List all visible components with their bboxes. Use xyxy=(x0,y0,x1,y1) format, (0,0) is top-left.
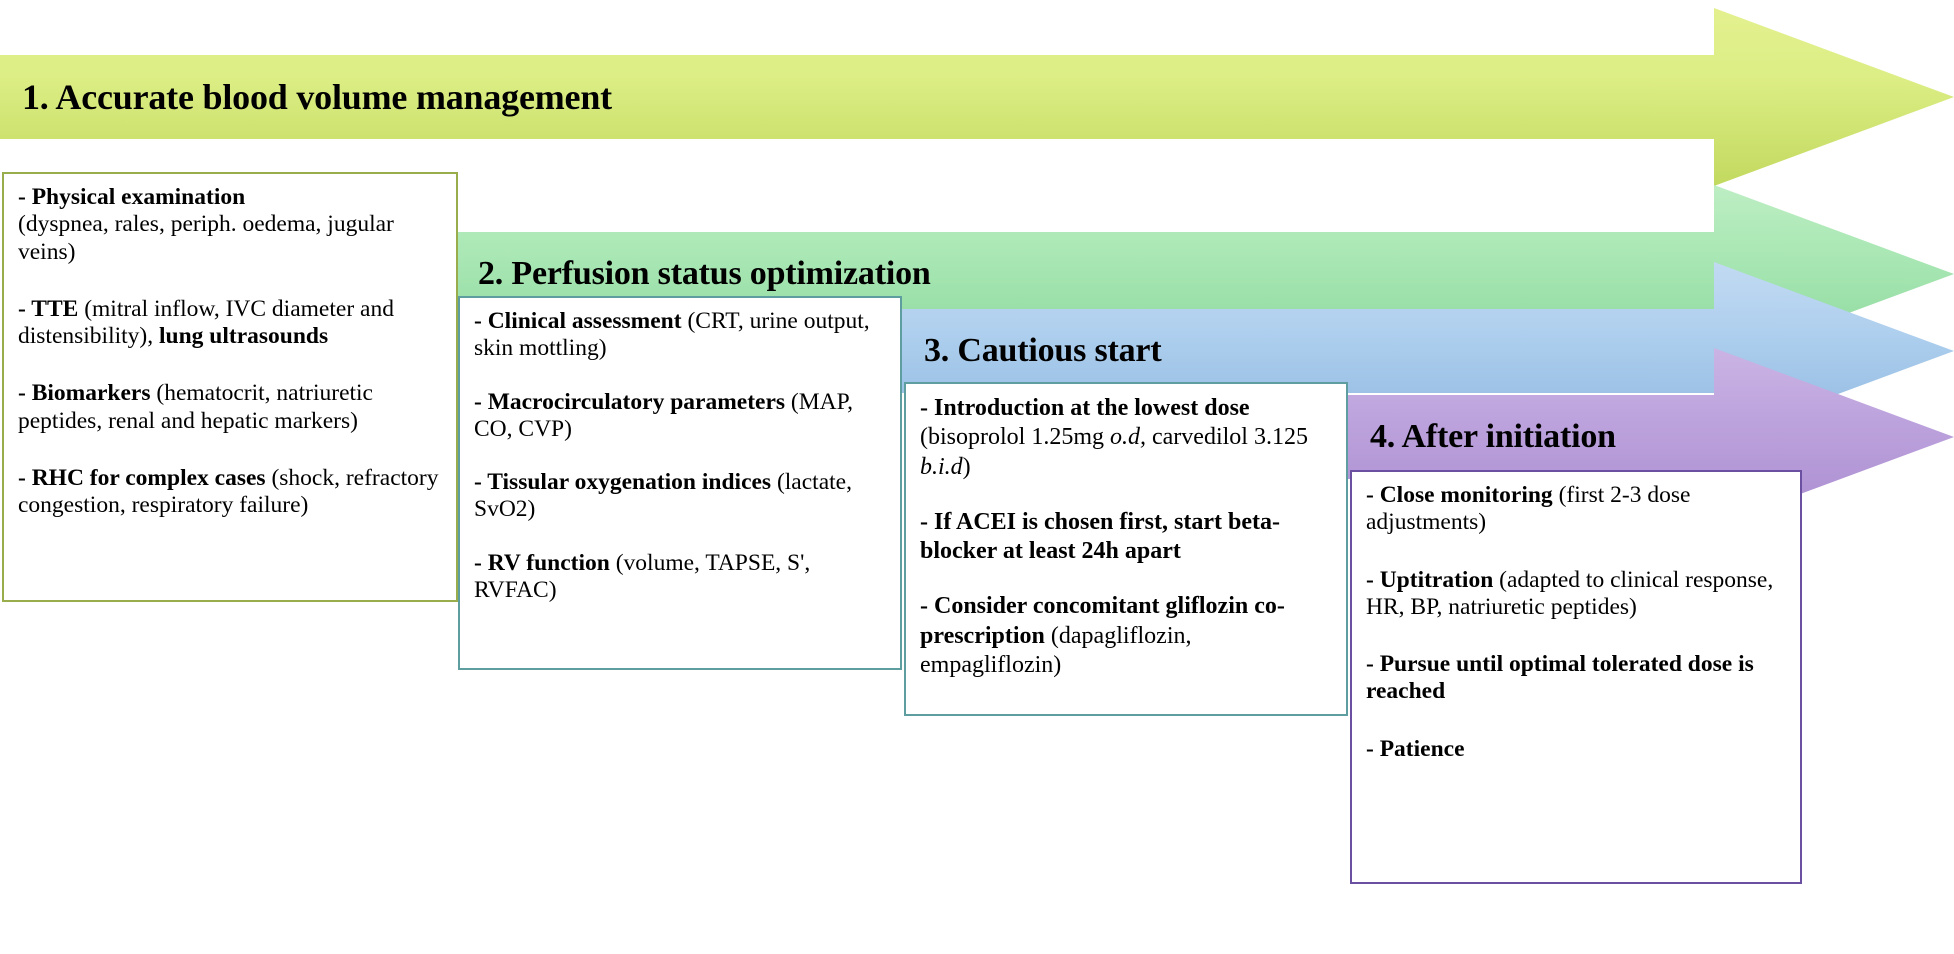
step-3-content-box: - Introduction at the lowest dose (bisop… xyxy=(904,382,1348,716)
list-item: - Close monitoring (first 2-3 dose adjus… xyxy=(1366,482,1786,537)
item-normal: (shock, refractory congestion, respirato… xyxy=(18,464,439,518)
list-item: - Macrocirculatory parameters (MAP, CO, … xyxy=(474,389,886,444)
item-bold: - Clinical assessment xyxy=(474,308,682,334)
list-item: - Uptitration (adapted to clinical respo… xyxy=(1366,567,1786,622)
item-detail: (dyspnea, rales, periph. oedema, jugular… xyxy=(18,211,394,265)
item-bold: - Pursue until optimal tolerated dose is… xyxy=(1366,651,1754,705)
list-item: - RV function (volume, TAPSE, S', RVFAC) xyxy=(474,550,886,605)
item-bold: - Tissular oxygenation indices xyxy=(474,469,772,495)
item-normal: (lactate, SvO2) xyxy=(474,469,852,523)
list-item: - Consider concomitant gliflozin co-pres… xyxy=(920,592,1332,680)
item-bold: - If ACEI is chosen first, start beta-bl… xyxy=(920,508,1280,565)
item-bold: - RHC for complex cases xyxy=(18,464,266,491)
step-1-heading: 1. Accurate blood volume management xyxy=(22,77,612,117)
item-normal: (volume, TAPSE, S', RVFAC) xyxy=(474,549,811,603)
item-bold: - Macrocirculatory parameters xyxy=(474,388,786,415)
process-arrow-1: 1. Accurate blood volume management xyxy=(0,8,1954,186)
list-item: - Introduction at the lowest dose (bisop… xyxy=(920,394,1332,482)
item-bold: - Biomarkers xyxy=(18,380,151,407)
item-normal: (MAP, CO, CVP) xyxy=(474,388,853,442)
item-bold: - Uptitration xyxy=(1366,566,1494,593)
list-item: - If ACEI is chosen first, start beta-bl… xyxy=(920,508,1332,567)
step-3-heading: 3. Cautious start xyxy=(924,332,1162,369)
item-normal: (CRT, urine output, skin mottling) xyxy=(474,308,870,362)
step-4-heading: 4. After initiation xyxy=(1370,418,1616,455)
item-normal-3: ) xyxy=(962,453,971,480)
item-bold: - Close monitoring xyxy=(1366,482,1553,508)
item-bold: - Physical examination xyxy=(18,184,246,210)
step-2-content-box: - Clinical assessment (CRT, urine output… xyxy=(458,296,902,670)
item-bold: - Consider concomitant gliflozin co-pres… xyxy=(920,593,1285,649)
list-item: - TTE (mitral inflow, IVC diameter and d… xyxy=(18,296,442,351)
item-italic-2: b.i.d xyxy=(920,453,963,480)
item-normal: (dapagliflozin, empagliflozin) xyxy=(920,622,1192,678)
item-normal: (first 2-3 dose adjustments) xyxy=(1366,482,1691,536)
item-italic: o.d, xyxy=(1110,424,1146,451)
list-item: - Physical examination (dyspnea, rales, … xyxy=(18,184,442,266)
step-4-content-box: - Close monitoring (first 2-3 dose adjus… xyxy=(1350,470,1802,884)
list-item: - Clinical assessment (CRT, urine output… xyxy=(474,308,886,363)
item-normal: (hematocrit, natriuretic peptides, renal… xyxy=(18,380,373,434)
item-normal: (adapted to clinical response, HR, BP, n… xyxy=(1366,566,1774,620)
item-normal: (bisoprolol 1.25mg xyxy=(920,424,1110,451)
step-1-content-box: - Physical examination (dyspnea, rales, … xyxy=(2,172,458,602)
step-2-heading: 2. Perfusion status optimization xyxy=(478,255,931,292)
item-normal-2: carvedilol 3.125 xyxy=(1146,424,1308,451)
item-bold: - Introduction at the lowest dose xyxy=(920,395,1250,421)
list-item: - Biomarkers (hematocrit, natriuretic pe… xyxy=(18,380,442,435)
item-bold: - RV function xyxy=(474,549,610,576)
list-item: - Pursue until optimal tolerated dose is… xyxy=(1366,651,1786,706)
item-normal: (mitral inflow, IVC diameter and distens… xyxy=(18,295,394,349)
list-item: - Patience xyxy=(1366,736,1786,763)
item-bold: - Patience xyxy=(1366,735,1465,762)
list-item: - RHC for complex cases (shock, refracto… xyxy=(18,465,442,520)
item-bold: - TTE xyxy=(18,295,79,322)
list-item: - Tissular oxygenation indices (lactate,… xyxy=(474,469,886,524)
item-bold-2: lung ultrasounds xyxy=(159,323,329,349)
